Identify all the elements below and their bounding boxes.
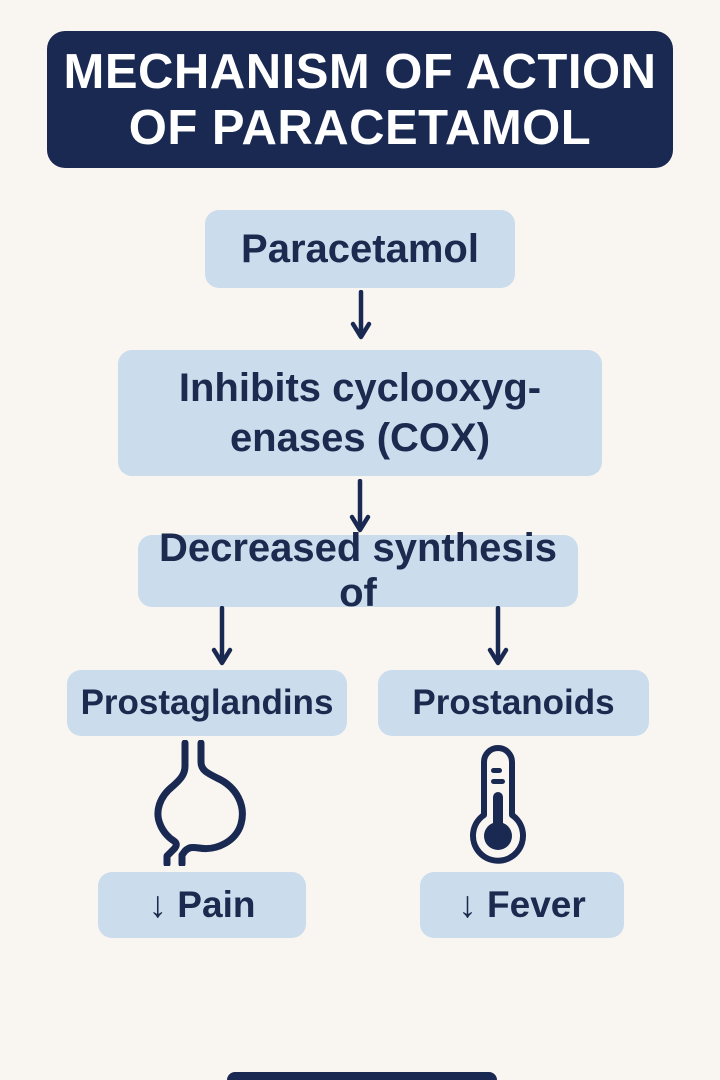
node-decreased-synthesis: Decreased synthesis of	[138, 526, 578, 615]
down-arrow-icon	[211, 606, 233, 666]
node-decreased-fever-label: ↓ Fever	[458, 884, 586, 925]
node-inhibits-cox: Inhibits cyclooxyg- enases (COX)	[118, 350, 602, 476]
down-arrow-icon	[487, 606, 509, 666]
down-arrow-icon	[350, 290, 372, 340]
node-prostaglandins-label: Prostaglandins	[80, 683, 334, 722]
node-decreased-synthesis-label: Decreased synthesis of	[158, 526, 557, 615]
node-paracetamol-label: Paracetamol	[241, 226, 479, 271]
down-arrow-icon	[349, 479, 371, 533]
node-prostaglandins: Prostaglandins	[67, 670, 347, 736]
title-box: MECHANISM OF ACTION OF PARACETAMOL	[47, 31, 673, 168]
title-line-2: OF PARACETAMOL	[128, 100, 592, 155]
node-inhibits-cox-line2: enases (COX)	[229, 416, 491, 460]
node-decreased-fever: ↓ Fever	[420, 872, 624, 938]
node-decreased-pain: ↓ Pain	[98, 872, 306, 938]
node-paracetamol: Paracetamol	[205, 210, 515, 288]
node-prostanoids-label: Prostanoids	[412, 683, 615, 722]
node-prostanoids: Prostanoids	[378, 670, 649, 736]
node-inhibits-cox-line1: Inhibits cyclooxyg-	[178, 366, 542, 410]
cutoff-box-bottom	[227, 1072, 497, 1080]
thermometer-icon	[470, 745, 526, 864]
stomach-icon	[154, 740, 246, 866]
title-line-1: MECHANISM OF ACTION	[63, 44, 657, 99]
node-decreased-pain-label: ↓ Pain	[148, 884, 256, 925]
